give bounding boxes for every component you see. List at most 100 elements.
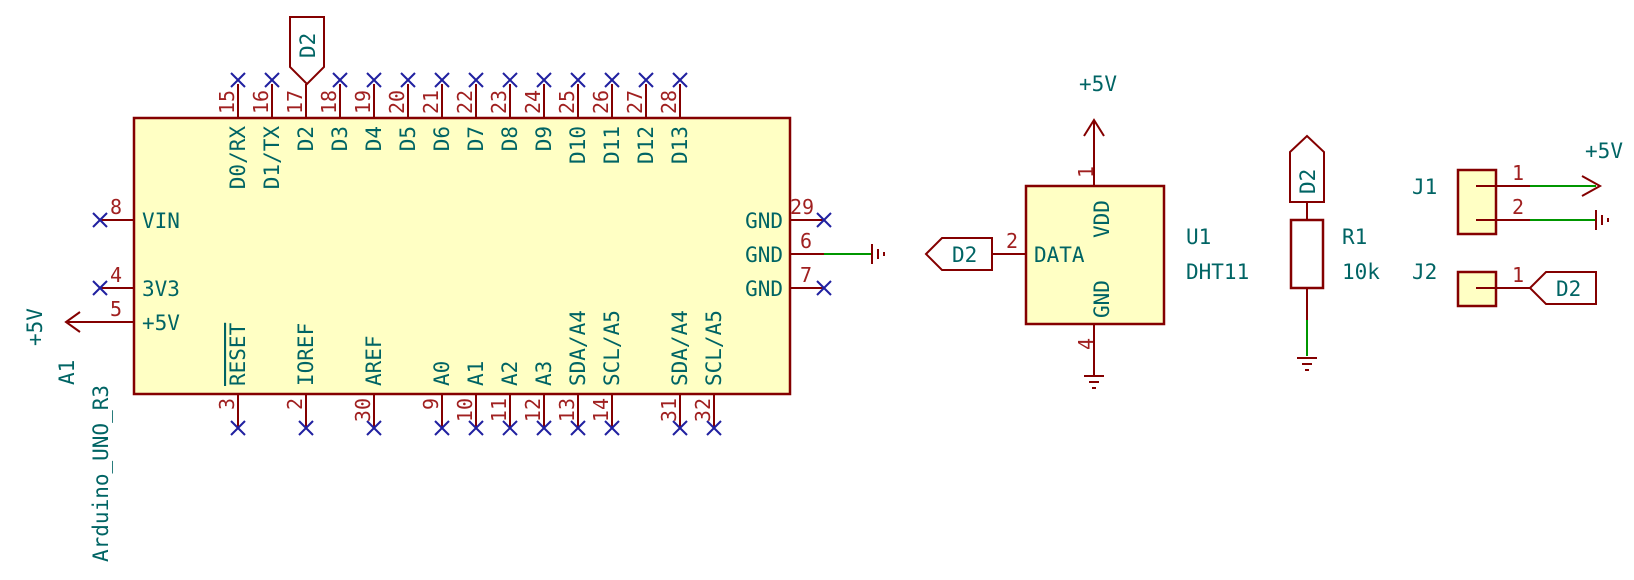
arduino-ref: A1 <box>55 360 79 385</box>
no-connect-marker <box>536 72 552 88</box>
pin-name-top: D9 <box>532 126 556 151</box>
no-connect-marker <box>638 72 654 88</box>
no-connect-marker <box>298 420 314 436</box>
pin-number-top: 27 <box>623 90 647 114</box>
pin-name-gnd-29: GND <box>745 209 783 233</box>
pin-number-top: 17 <box>283 90 307 114</box>
arduino-value: Arduino_UNO_R3 <box>89 385 113 562</box>
net-label-d2-r1: D2 <box>1289 134 1325 203</box>
pin-name-bottom: IOREF <box>294 323 318 386</box>
pin-name-top: D13 <box>668 126 692 164</box>
pin-name-bottom: A3 <box>532 361 556 386</box>
svg-text:D2: D2 <box>1556 277 1581 301</box>
no-connect-marker <box>502 72 518 88</box>
no-connect-marker <box>502 420 518 436</box>
pin-number-bottom: 9 <box>419 398 443 410</box>
pin-number-dht-gnd: 4 <box>1074 338 1098 350</box>
pin-name-top: D0/RX <box>226 126 250 190</box>
pin-number-top: 15 <box>215 90 239 114</box>
no-connect-marker <box>264 72 280 88</box>
no-connect-marker <box>570 420 586 436</box>
arduino-uno-symbol[interactable]: 8 4 5 VIN 3V3 +5V +5V A1 Arduino_UNO_R3 … <box>23 72 885 562</box>
pin-number-bottom: 3 <box>215 398 239 410</box>
pin-name-top: D8 <box>498 126 522 151</box>
ground-symbol-arduino <box>871 244 885 264</box>
pin-number-3v3: 4 <box>110 263 122 287</box>
no-connect-marker <box>230 72 246 88</box>
svg-text:D2: D2 <box>296 33 320 58</box>
pin-name-bottom: SCL/A5 <box>702 310 726 386</box>
power-5v-left <box>64 311 81 333</box>
no-connect-marker <box>332 72 348 88</box>
pin-name-bottom: SDA/A4 <box>668 310 692 386</box>
pin-number-bottom: 11 <box>487 398 511 422</box>
j1-body <box>1456 168 1498 236</box>
pin-name-bottom: A1 <box>464 361 488 386</box>
no-connect-marker <box>570 72 586 88</box>
dht11-value: DHT11 <box>1186 260 1249 284</box>
pin-name-gnd-7: GND <box>745 277 783 301</box>
pin-name-top: D11 <box>600 126 624 164</box>
pin-number-top: 28 <box>657 90 681 114</box>
pin-number-dht-data: 2 <box>1006 229 1018 253</box>
pin-name-top: D4 <box>362 126 386 151</box>
arduino-body <box>132 116 792 396</box>
pin-name-bottom: SDA/A4 <box>566 310 590 386</box>
j1-ref: J1 <box>1412 175 1437 199</box>
net-label-d2-j2: D2 <box>1528 271 1597 305</box>
arduino-bottom-pins: 3RESET2IOREF30AREF9A010A111A212A313SDA/A… <box>215 310 726 436</box>
connector-j1[interactable]: +5V 1 2 J1 <box>1412 139 1623 236</box>
no-connect-marker <box>536 420 552 436</box>
pin-number-bottom: 2 <box>283 398 307 410</box>
arduino-top-pins: 15D0/RX16D1/TX17D218D319D420D521D622D723… <box>215 72 692 190</box>
no-connect-marker <box>434 72 450 88</box>
pin-number-top: 22 <box>453 90 477 114</box>
no-connect-marker <box>604 420 620 436</box>
no-connect-marker <box>230 420 246 436</box>
pin-name-top: D5 <box>396 126 420 151</box>
no-connect-marker <box>400 72 416 88</box>
pin-number-top: 19 <box>351 90 375 114</box>
svg-text:D2: D2 <box>952 243 977 267</box>
no-connect-marker <box>604 72 620 88</box>
pin-name-vin: VIN <box>142 209 180 233</box>
pin-name-top: D2 <box>294 126 318 151</box>
resistor-body <box>1289 218 1325 290</box>
pin-number-bottom: 12 <box>521 398 545 422</box>
resistor-r1[interactable]: D2 R1 10k <box>1289 134 1380 371</box>
pin-number-top: 20 <box>385 90 409 114</box>
pin-number-bottom: 31 <box>657 398 681 422</box>
dht11-sensor-symbol[interactable]: +5V 1 VDD 2 DATA 4 GND U1 DHT11 <box>992 72 1249 389</box>
pin-number-top: 23 <box>487 90 511 114</box>
pin-number-dht-vdd: 1 <box>1074 166 1098 178</box>
no-connect-marker <box>366 72 382 88</box>
pin-number-top: 18 <box>317 90 341 114</box>
pin-number-top: 25 <box>555 90 579 114</box>
net-label-d2-top: D2 <box>289 16 325 86</box>
pin-number-bottom: 14 <box>589 398 613 422</box>
no-connect-marker <box>366 420 382 436</box>
r1-ref: R1 <box>1342 225 1367 249</box>
pin-number-bottom: 30 <box>351 398 375 422</box>
pin-number-bottom: 13 <box>555 398 579 422</box>
pin-name-top: D1/TX <box>260 126 284 190</box>
power-label-5v-left: +5V <box>23 308 47 346</box>
pin-name-bottom: AREF <box>362 335 386 386</box>
pin-name-dht-vdd: VDD <box>1090 200 1114 238</box>
pin-number-gnd-29: 29 <box>790 195 814 219</box>
pin-name-bottom: A0 <box>430 361 454 386</box>
pin-name-bottom: SCL/A5 <box>600 310 624 386</box>
dht11-body <box>1024 184 1166 326</box>
pin-name-top: D10 <box>566 126 590 164</box>
pin-name-gnd-6: GND <box>745 243 783 267</box>
arduino-right-pins <box>790 219 824 289</box>
pin-number-5v: 5 <box>110 297 122 321</box>
pin-name-top: D3 <box>328 126 352 151</box>
pin-name-top: D6 <box>430 126 454 151</box>
pin-number-vin: 8 <box>110 195 122 219</box>
connector-j2[interactable]: 1 J2 D2 <box>1412 260 1597 308</box>
pin-number-gnd-6: 6 <box>800 229 812 253</box>
no-connect-marker <box>706 420 722 436</box>
pin-name-3v3: 3V3 <box>142 277 180 301</box>
